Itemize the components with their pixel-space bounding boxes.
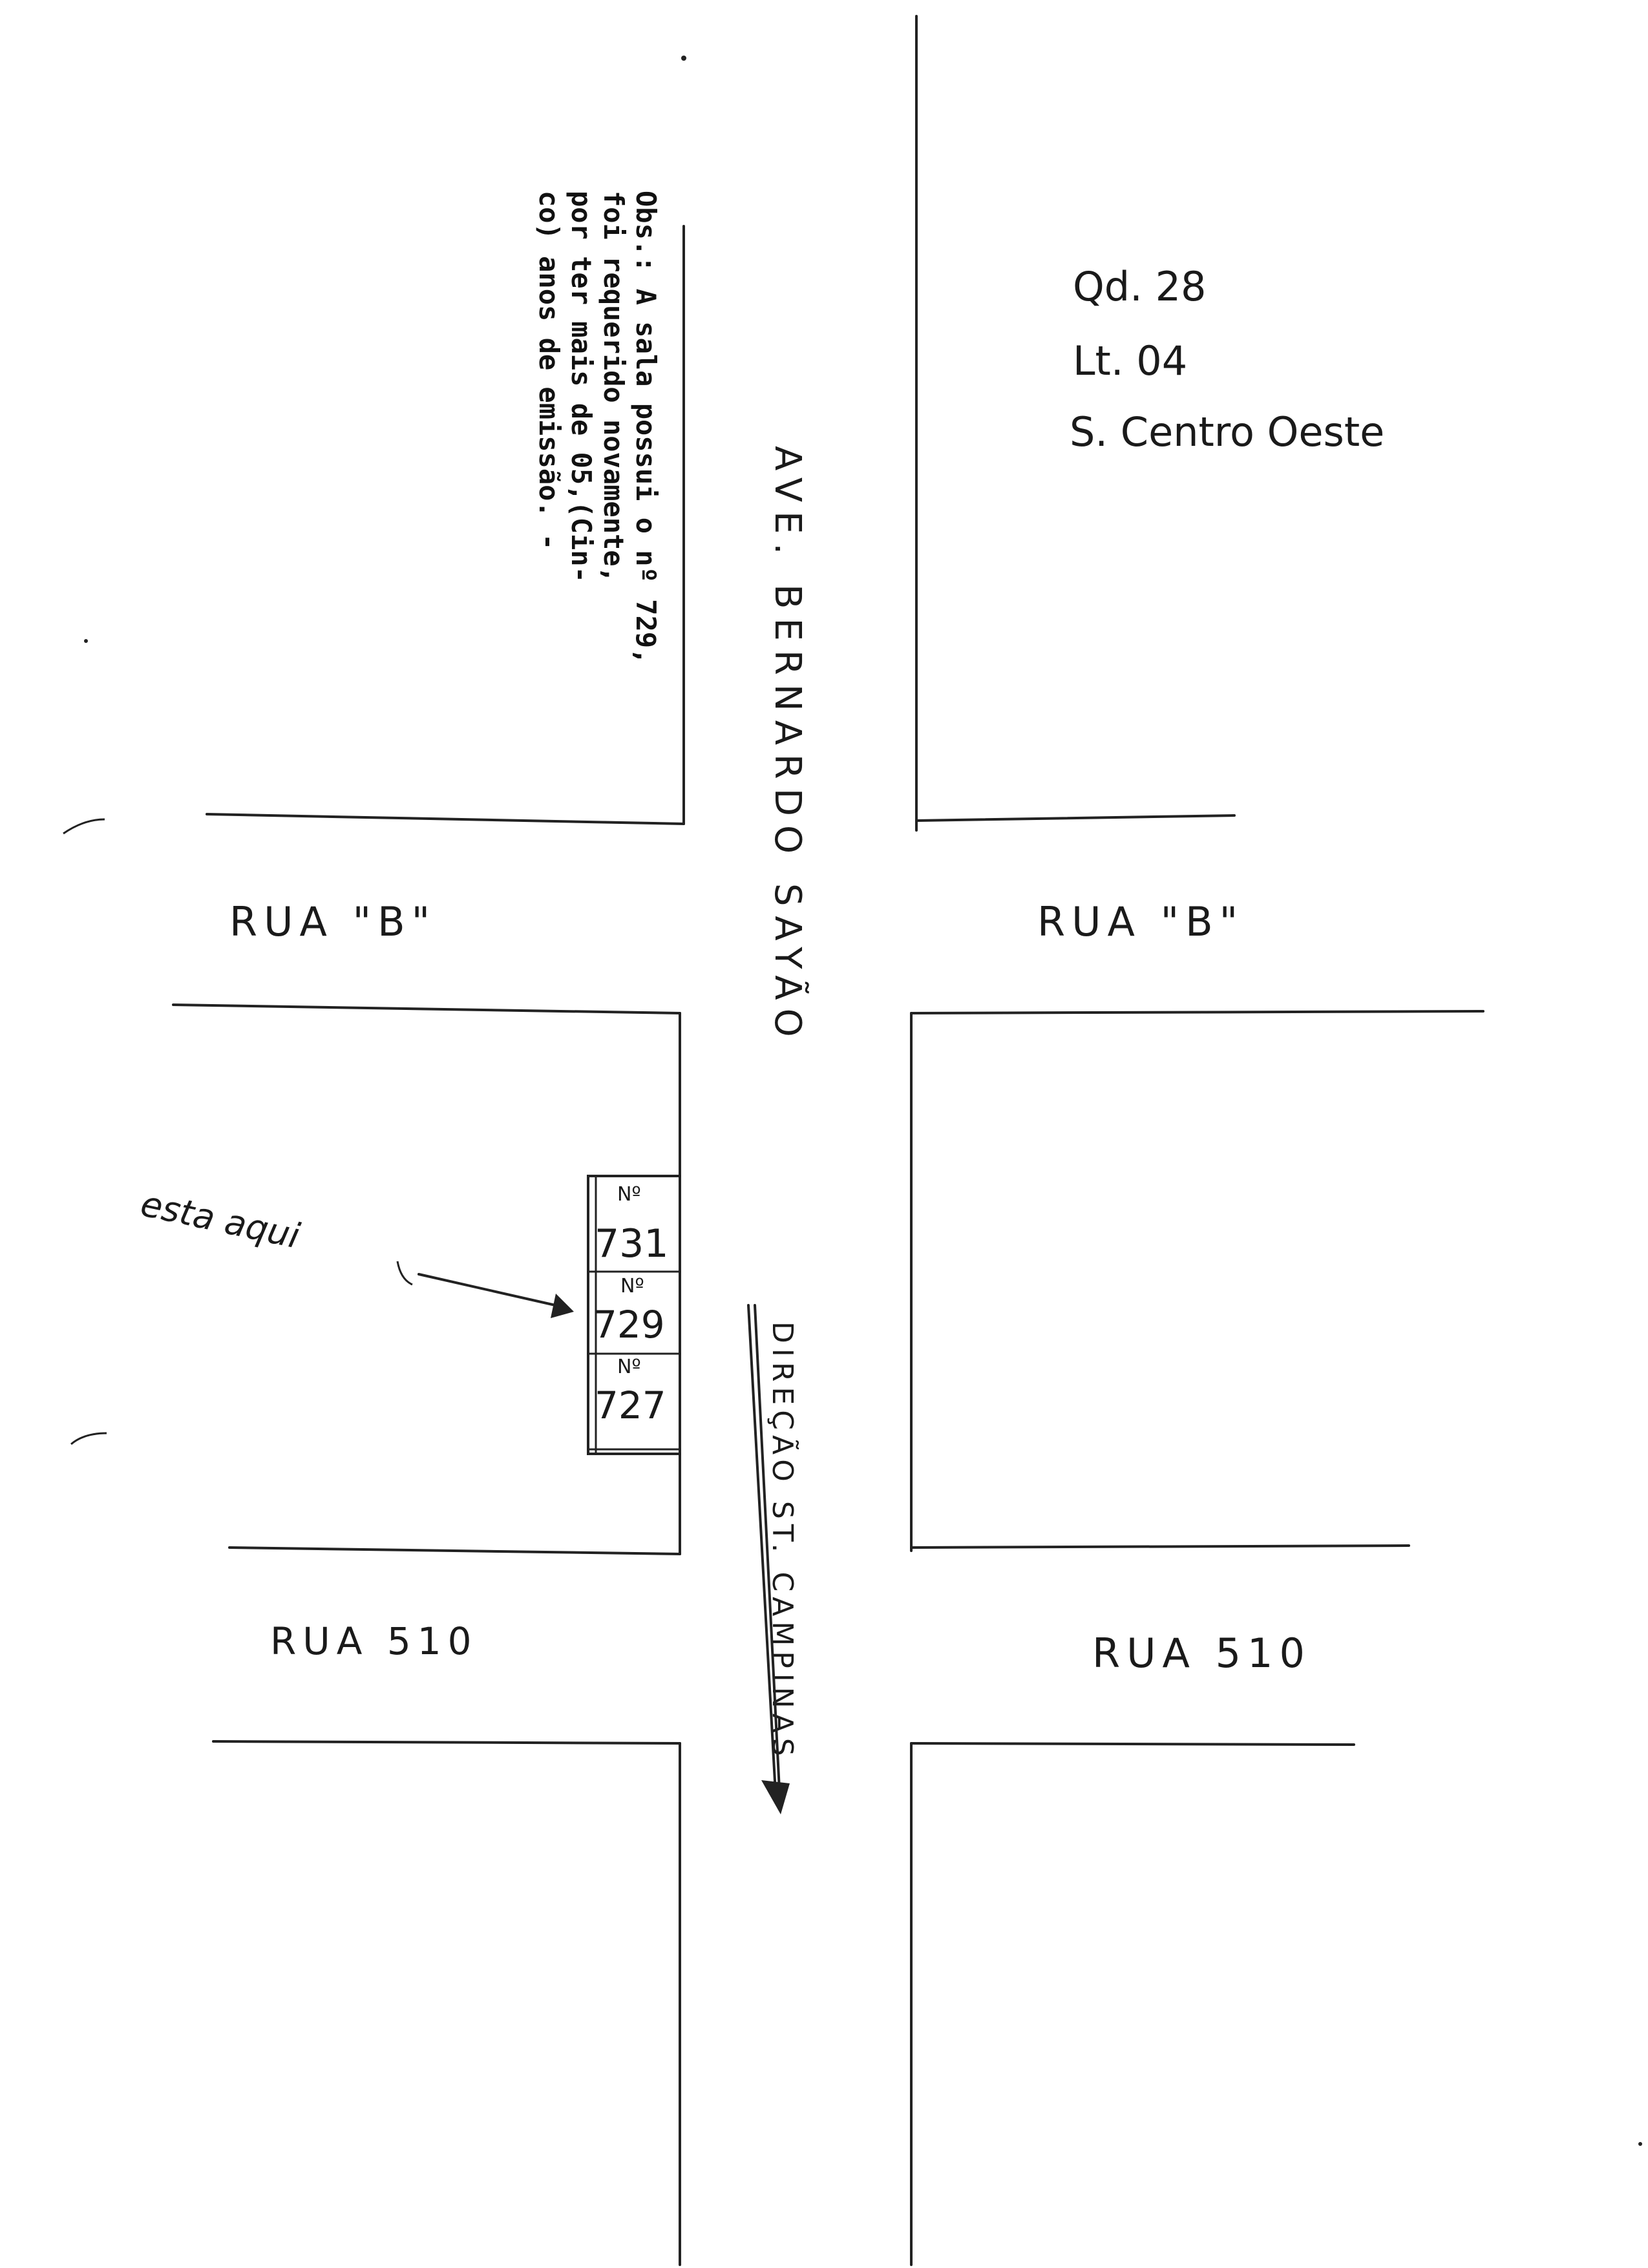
lot-info: Qd. 28 Lt. 04 S. Centro Oeste bbox=[1070, 263, 1384, 456]
room-729-prefix: Nº bbox=[620, 1275, 644, 1297]
here-label: esta aqui bbox=[137, 1183, 303, 1256]
rooms-box: Nº 731 Nº 729 Nº 727 bbox=[587, 1175, 681, 1455]
typed-note: Obs.: A sala possui o nº 729, foi requer… bbox=[533, 191, 662, 664]
margin-marks bbox=[63, 56, 1642, 2146]
rua-b-right-label: RUA "B" bbox=[1037, 898, 1244, 945]
room-727: Nº 727 bbox=[595, 1356, 666, 1427]
direction-arrow bbox=[747, 1304, 790, 1814]
block-top-left bbox=[206, 225, 685, 825]
note-line-1: Obs.: A sala possui o nº 729, bbox=[630, 191, 662, 664]
room-731: Nº 731 bbox=[595, 1183, 669, 1266]
room-731-number: 731 bbox=[595, 1221, 669, 1266]
note-line-3: por ter mais de 05,(Cin- bbox=[565, 191, 597, 583]
rua-b-left-label: RUA "B" bbox=[229, 898, 436, 945]
avenue-label: AVE. BERNARDO SAYÃO bbox=[766, 446, 808, 1046]
direction-label: DIREÇÃO ST. CAMPINAS bbox=[766, 1321, 799, 1761]
note-line-4: co) anos de emissão. - bbox=[533, 191, 565, 550]
room-727-number: 727 bbox=[595, 1383, 666, 1427]
room-729: Nº 729 bbox=[593, 1275, 665, 1347]
room-727-prefix: Nº bbox=[617, 1356, 641, 1378]
room-731-prefix: Nº bbox=[617, 1183, 641, 1206]
block-top-right bbox=[915, 15, 1236, 832]
rua-510-right-label: RUA 510 bbox=[1092, 1630, 1311, 1677]
block-middle-left bbox=[172, 1003, 681, 1555]
block-middle-right bbox=[910, 1010, 1484, 1552]
note-line-2: foi requerido novamente, bbox=[598, 191, 629, 583]
setor-label: S. Centro Oeste bbox=[1070, 408, 1384, 456]
room-729-number: 729 bbox=[593, 1303, 665, 1347]
block-bottom-left bbox=[212, 1740, 681, 2266]
here-arrow bbox=[396, 1261, 574, 1318]
rua-510-left-label: RUA 510 bbox=[270, 1619, 478, 1663]
block-bottom-right bbox=[910, 1742, 1355, 2266]
lote-label: Lt. 04 bbox=[1073, 337, 1187, 384]
quadra-label: Qd. 28 bbox=[1073, 263, 1206, 310]
